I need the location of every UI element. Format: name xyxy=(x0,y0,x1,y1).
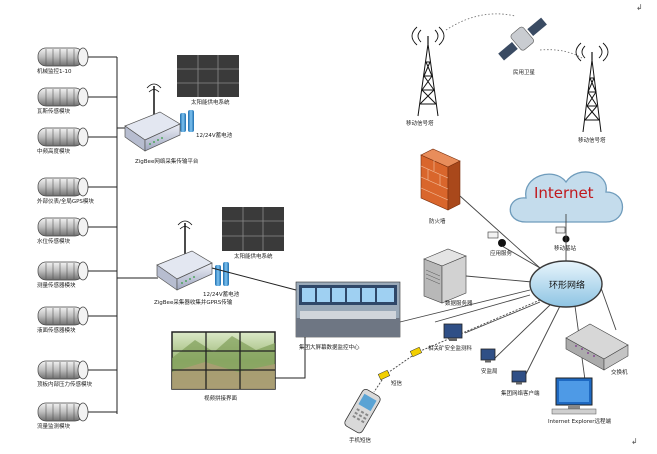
gateway-device-mid xyxy=(156,220,213,291)
pc-monitor-2-icon xyxy=(480,348,496,363)
gateway-device-top xyxy=(124,83,181,152)
ring-network xyxy=(529,260,603,308)
mobile-tower-left-icon xyxy=(411,26,445,117)
ring-connections xyxy=(373,195,617,393)
solar-panel-mid xyxy=(222,207,284,251)
router-a-icon xyxy=(487,231,506,247)
internet-cloud-icon xyxy=(509,171,623,223)
sms-envelope-1-icon xyxy=(409,346,423,358)
sensor-cylinder-icon xyxy=(37,306,84,326)
sensor-label: 中频高度模块 xyxy=(37,147,71,155)
pc-monitor-3-icon xyxy=(511,370,527,385)
satellite-label: 民用卫星 xyxy=(513,69,536,76)
gateway-top-label: ZigBee网络采集传输平台 xyxy=(135,157,199,165)
tower-right-label: 移动信号塔 xyxy=(578,136,606,144)
sensor-cylinder-icon xyxy=(37,402,84,422)
solar-panel-top xyxy=(177,55,239,97)
solar-top-label: 太阳能供电系统 xyxy=(191,98,230,106)
sensor-module-6: 测量传感器模块 xyxy=(37,261,117,289)
sms-envelope-2-icon xyxy=(377,369,391,381)
sensor-cylinder-icon xyxy=(37,177,84,197)
sensor-module-1: 机械监控1-10 xyxy=(37,47,117,75)
sensor-cylinder-icon xyxy=(37,127,84,147)
pc2-label: 安监局 xyxy=(481,367,498,375)
router-a-label: 应用服务 xyxy=(490,249,513,257)
sensor-module-4: 外部仪表/全局GPS模块 xyxy=(37,177,117,205)
battery-mid-label: 12/24V蓄电池 xyxy=(203,290,240,298)
satellite-icon xyxy=(498,17,547,61)
sensor-module-9: 流量监测模块 xyxy=(37,402,117,430)
solar-mid-label: 太阳能供电系统 xyxy=(234,252,273,260)
pc4-label: Internet Explorer远程端 xyxy=(548,417,611,425)
sensor-label: 机械监控1-10 xyxy=(37,67,72,75)
router-b-label: 移动基站 xyxy=(554,244,577,252)
sms-label: 短信 xyxy=(391,379,403,387)
top-mark: ↲ xyxy=(636,3,643,12)
video-wall-label: 视频拼接界面 xyxy=(204,394,238,402)
router-b-icon xyxy=(555,226,570,243)
sensor-label: 外部仪表/全局GPS模块 xyxy=(37,197,94,205)
pc-monitor-1-icon xyxy=(443,323,463,341)
battery-top xyxy=(180,110,194,132)
control-center-photo xyxy=(295,281,401,338)
video-wall xyxy=(171,331,276,390)
ring-label: 环形网络 xyxy=(549,279,585,291)
mobile-tower-right-icon xyxy=(575,42,609,133)
sensor-module-3: 中频高度模块 xyxy=(37,127,117,155)
pc3-label: 集团网络客户端 xyxy=(501,389,540,397)
mobile-phone-icon xyxy=(344,389,381,434)
sensor-module-8: 顶板内部压力传感模块 xyxy=(37,360,117,388)
internet-label: Internet xyxy=(534,184,594,202)
control-center-label: 集团大屏幕数据监控中心 xyxy=(299,343,360,351)
firewall-label: 防火墙 xyxy=(429,217,446,225)
sensor-module-5: 水位传感模块 xyxy=(37,217,117,245)
sensor-cylinder-icon xyxy=(37,87,84,107)
sensor-label: 流量监测模块 xyxy=(37,422,71,430)
sensor-label: 液面传感器模块 xyxy=(37,326,76,334)
sensor-label: 顶板内部压力传感模块 xyxy=(37,380,93,388)
sensor-cylinder-icon xyxy=(37,360,84,380)
switch-label: 交换机 xyxy=(611,368,628,376)
firewall-icon xyxy=(420,148,461,211)
server-icon xyxy=(423,248,467,304)
server-label: 数据服务器 xyxy=(445,299,473,307)
tower-left-label: 移动信号塔 xyxy=(406,119,434,127)
sensor-cylinder-icon xyxy=(37,261,84,281)
bottom-mark: ↲ xyxy=(631,437,638,446)
sensor-label: 测量传感器模块 xyxy=(37,281,76,289)
sensor-cylinder-icon xyxy=(37,217,84,237)
gateway-mid-label: ZigBee采集器收集并GPRS传输 xyxy=(154,298,233,306)
switch-icon xyxy=(565,323,629,371)
sensor-cylinder-icon xyxy=(37,47,84,67)
battery-top-label: 12/24V蓄电池 xyxy=(196,131,233,139)
phone-label: 手机短信 xyxy=(349,436,372,444)
sensor-module-7: 液面传感器模块 xyxy=(37,306,117,334)
sensor-module-2: 瓦斯传感模块 xyxy=(37,87,117,115)
sensor-label: 水位传感模块 xyxy=(37,237,71,245)
battery-mid xyxy=(215,262,229,286)
pc1-label: 相关矿安全监测科 xyxy=(428,344,473,352)
sensor-label: 瓦斯传感模块 xyxy=(37,107,71,115)
pc-desktop-icon xyxy=(551,377,597,415)
